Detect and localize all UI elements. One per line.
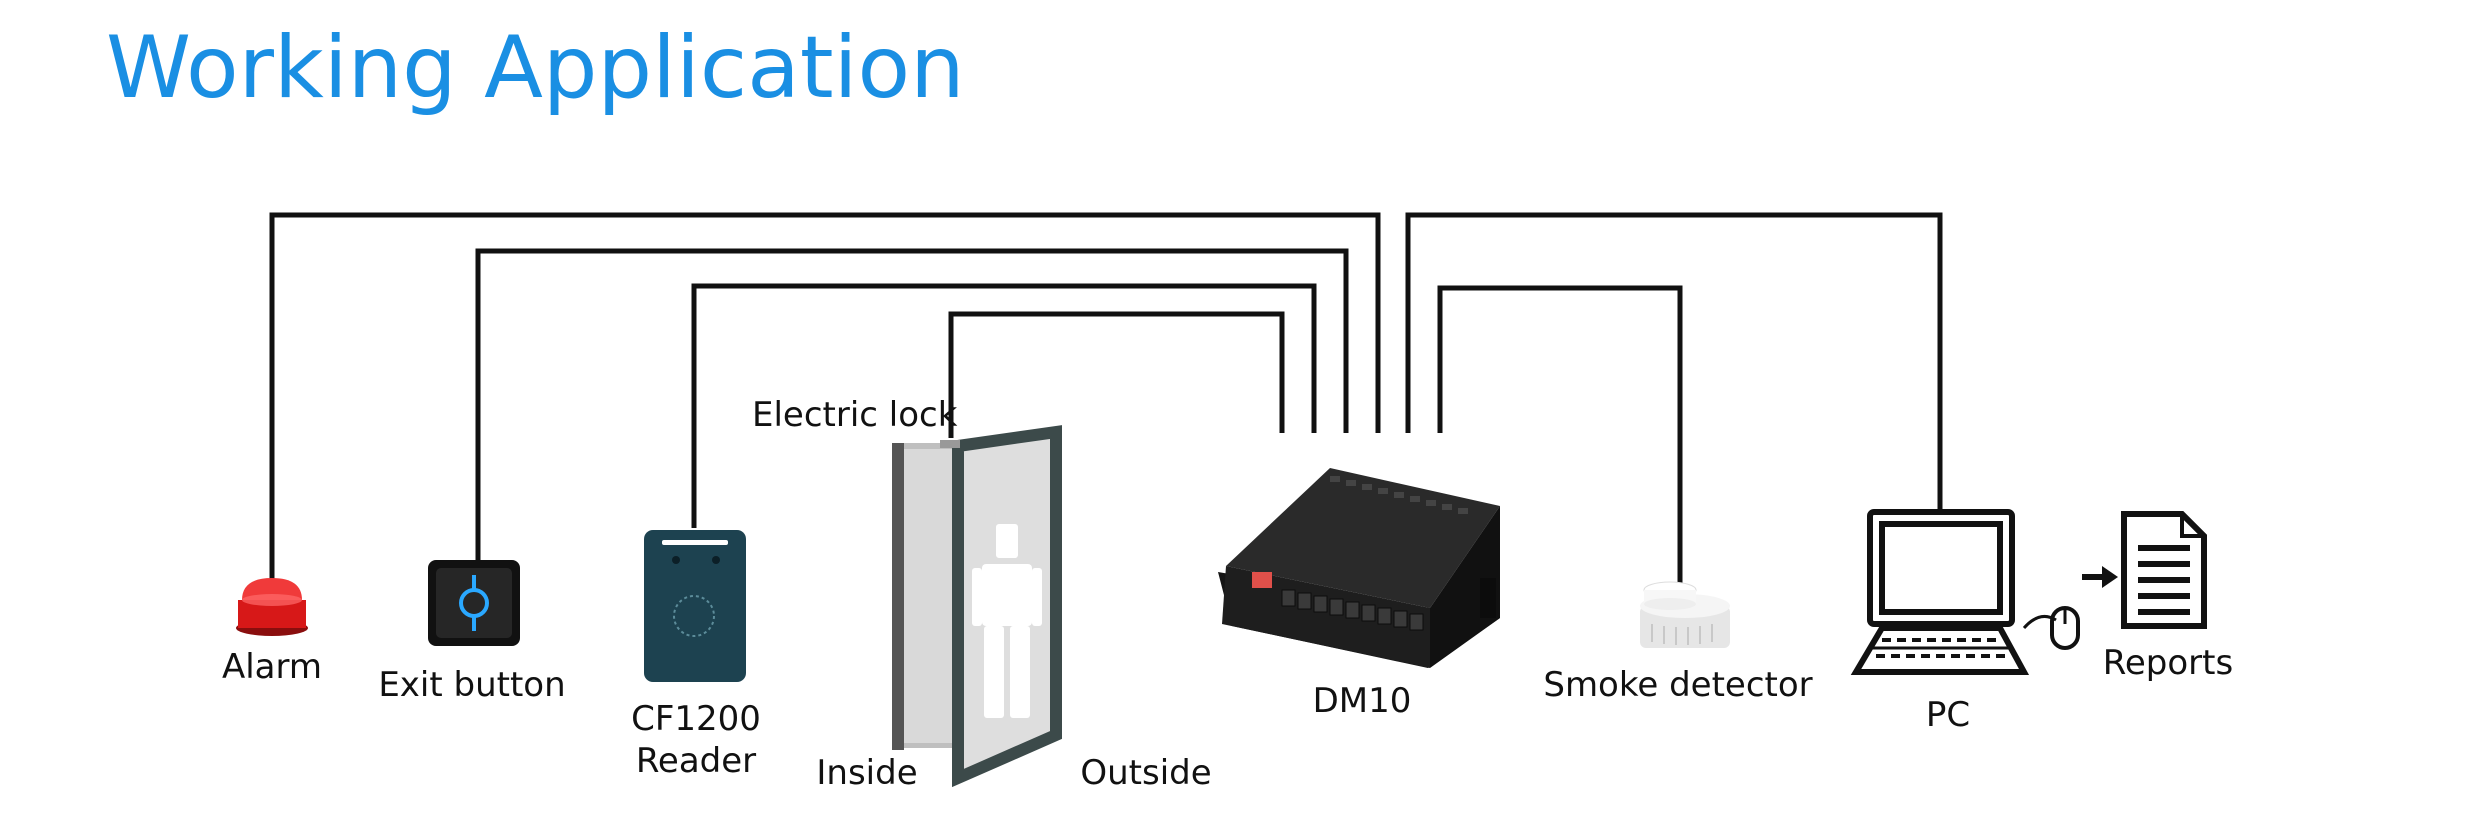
exit-button-label: Exit button [378,665,565,705]
document-icon [2121,511,2207,629]
reader-label-line2: Reader [636,741,756,781]
page-title: Working Application [106,18,965,118]
exit-button-icon [428,560,520,646]
wire-smoke-detector [1437,285,1683,590]
alarm-beacon-icon [236,578,308,636]
electric-lock-label: Electric lock [752,395,958,435]
smoke-detector-icon [1640,581,1730,648]
smoke-detector-label: Smoke detector [1543,665,1812,705]
inside-label: Inside [816,753,917,793]
controller-icon [1218,468,1500,668]
wire-pc [1405,212,1943,510]
computer-icon [1850,509,2080,675]
alarm-label: Alarm [222,647,322,687]
pc-label: PC [1926,695,1970,735]
wire-reader [691,283,1317,528]
reader-label-line1: CF1200 [631,699,761,739]
door-icon [892,425,1062,788]
wire-exit-button [475,248,1349,562]
wire-alarm [269,212,1381,580]
wires [269,212,1943,590]
arrow-to-reports [2082,566,2118,588]
card-reader-icon [644,530,746,682]
outside-label: Outside [1080,753,1211,793]
controller-label: DM10 [1313,681,1412,721]
reports-label: Reports [2103,643,2233,683]
person-silhouette [972,524,1042,718]
wire-electric-lock [948,311,1285,438]
